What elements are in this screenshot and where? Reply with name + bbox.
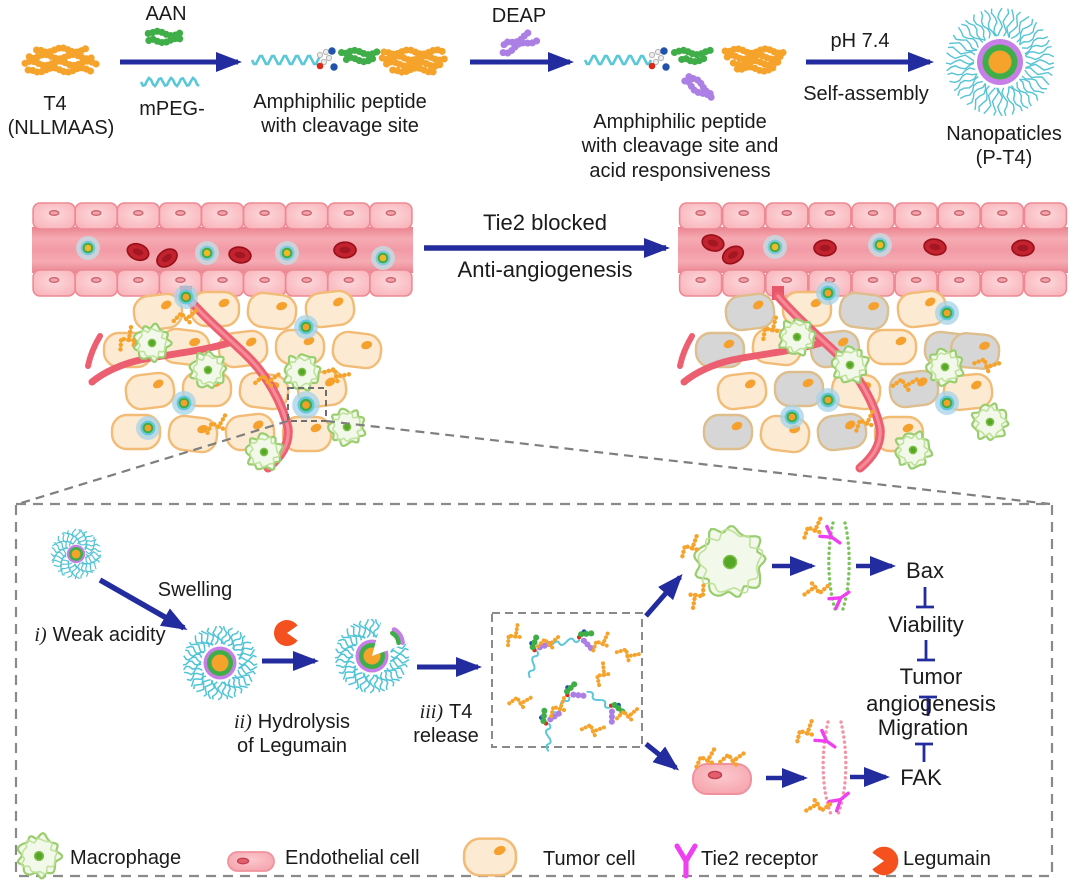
- synthesis-scheme: [21, 7, 1055, 117]
- mechanism-panel: [50, 518, 854, 819]
- step1-text: Weak acidity: [52, 624, 166, 646]
- process-arrows: [98, 52, 934, 788]
- label-deap: DEAP: [491, 5, 547, 27]
- step3-text: T4 release: [413, 701, 479, 748]
- label-tumor-angiogenesis: Tumor angiogenesis: [866, 664, 996, 716]
- label-migration: Migration: [877, 715, 969, 740]
- label-swelling: Swelling: [157, 579, 233, 601]
- step1-numeral: i): [34, 624, 47, 646]
- label-aan: AAN: [145, 3, 187, 25]
- label-step-hydrolysis: ii)Hydrolysis of Legumain: [234, 710, 350, 759]
- label-amphiphile-2: Amphiphilic peptide with cleavage site a…: [581, 111, 779, 182]
- label-viability: Viability: [888, 612, 964, 637]
- legend-label-tie2: Tie2 receptor: [701, 848, 819, 870]
- label-ph: pH 7.4: [830, 30, 890, 52]
- step2-numeral: ii): [233, 711, 252, 733]
- legend-label-endothelial: Endothelial cell: [285, 847, 420, 869]
- label-tie2-blocked: Tie2 blocked: [483, 210, 607, 235]
- step2-text: Hydrolysis of Legumain: [236, 711, 351, 758]
- label-mpeg: mPEG-: [139, 98, 205, 120]
- label-anti-angiogenesis: Anti-angiogenesis: [457, 257, 633, 282]
- label-step-weak-acidity: i)Weak acidity: [34, 623, 165, 647]
- label-t4-sequence: (NLLMAAS): [7, 117, 115, 139]
- callout-dashed-lines: [14, 419, 1054, 878]
- legend-label-macrophage: Macrophage: [70, 847, 182, 869]
- step3-numeral: iii): [419, 701, 443, 723]
- label-step-t4-release: iii)T4 release: [413, 700, 479, 749]
- legend-icons: [16, 831, 899, 880]
- label-fak: FAK: [900, 765, 942, 790]
- label-t4: T4: [43, 93, 67, 115]
- label-nanoparticles: Nanopaticles (P-T4): [946, 123, 1062, 170]
- blood-vessel-right: [678, 202, 1068, 297]
- label-amphiphile-1: Amphiphilic peptide with cleavage site: [253, 91, 427, 138]
- legend-label-tumor-cell: Tumor cell: [543, 848, 636, 870]
- tumor-mass-left: [85, 285, 385, 473]
- label-self-assembly: Self-assembly: [803, 83, 929, 105]
- inhibition-bars: [915, 587, 937, 762]
- label-bax: Bax: [906, 558, 944, 583]
- legend-label-legumain: Legumain: [903, 848, 991, 870]
- tumor-mass-right: [677, 281, 1010, 473]
- blood-vessel-left: [32, 202, 413, 297]
